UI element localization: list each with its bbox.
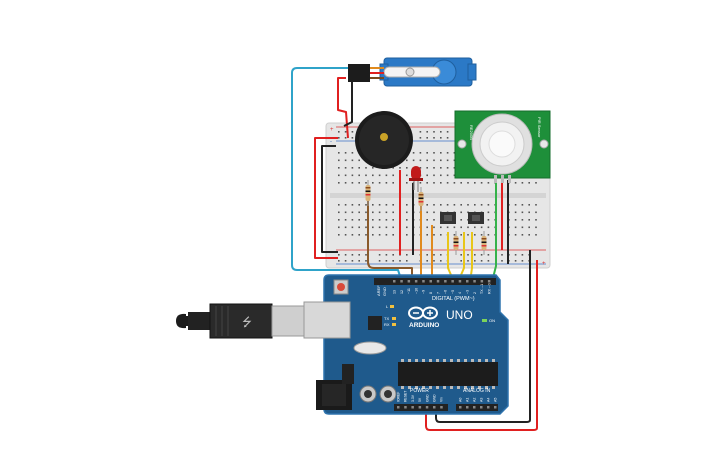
digital-pin-label: ~10 <box>414 288 418 294</box>
aref-label: AREF <box>376 285 381 296</box>
analog-pin-label: A3 <box>480 398 484 402</box>
power-label: POWER <box>410 388 429 394</box>
digital-pin-label: 12 <box>400 290 404 294</box>
svg-text:⭍: ⭍ <box>242 315 252 329</box>
red-led-icon <box>409 166 423 192</box>
power-pin-label: 3.3V <box>411 394 415 402</box>
digital-pin-label: 4 <box>458 292 462 294</box>
wire-red-servo-power <box>337 77 349 139</box>
usb-plug <box>271 305 305 337</box>
digital-pin-label: 7 <box>436 292 440 294</box>
digital-pin-label: ~3 <box>466 290 470 294</box>
on-label: ON <box>489 318 495 323</box>
resistor-icon <box>481 231 487 255</box>
wire-black-left-rail <box>321 145 338 253</box>
analog-pin-label: A1 <box>466 398 470 402</box>
usb-chip <box>368 316 382 330</box>
wire-cyan-servo-signal <box>291 67 403 283</box>
analog-label: ANALOG IN <box>463 388 491 394</box>
rail-plus-label: + <box>330 127 334 133</box>
servo-motor <box>348 57 477 87</box>
infinity-plus-minus-logo <box>408 306 438 320</box>
power-pin-label: 5V <box>418 397 422 402</box>
analog-header <box>456 404 498 411</box>
gnd-label-top: GND <box>382 287 387 296</box>
digital-pin-label: 13 <box>393 290 397 294</box>
piezo-buzzer-icon <box>355 111 413 169</box>
crystal <box>353 341 387 355</box>
resistor-icon <box>453 231 459 255</box>
wires <box>291 67 538 431</box>
pir-left-label: RE200B <box>469 125 474 140</box>
digital-pin-label: ~5 <box>451 290 455 294</box>
digital-pin-label: 8 <box>429 292 433 294</box>
power-pin-label: Vin <box>440 397 444 402</box>
digital-pin-label: ~9 <box>422 290 426 294</box>
resistors <box>365 180 487 255</box>
pir-motion-sensor-icon: RE200B PIR Sensor <box>454 110 551 183</box>
power-pin-label: IOREF <box>397 392 401 402</box>
analog-pin-label: A0 <box>459 398 463 402</box>
rail-plus-label-bottom: + <box>542 261 546 267</box>
tx-label: TX <box>384 316 389 321</box>
resistor-icon <box>365 180 371 206</box>
regulator <box>342 364 354 384</box>
pir-right-label: PIR Sensor <box>537 117 542 138</box>
servo-connector <box>348 64 370 82</box>
rail-minus-label: - <box>330 139 332 145</box>
wire-black-ground <box>435 250 531 423</box>
atmega-chip <box>398 362 498 386</box>
resistor-icon <box>418 187 424 211</box>
usb-cable: ⭍ <box>176 303 305 339</box>
push-buttons <box>440 212 484 224</box>
arduino-brand: ARDUINO <box>409 322 439 329</box>
wire-red-left-rail <box>314 137 338 259</box>
analog-pin-label: A5 <box>494 398 498 402</box>
digital-label: DIGITAL (PWM~) <box>432 296 475 302</box>
rx-label: RX <box>384 322 390 327</box>
power-pin-label: RESET <box>404 391 408 402</box>
digital-pin-label: ~11 <box>407 288 411 294</box>
digital-pin-label: TX→1 <box>480 284 484 294</box>
wire-brown-buzzer <box>367 190 413 282</box>
digital-pin-label: RX←0 <box>487 283 491 294</box>
wire-black-servo-ground <box>343 82 353 127</box>
l-led-label: L <box>386 304 389 309</box>
usb-jack <box>303 301 351 339</box>
digital-pin-label: 2 <box>473 292 477 294</box>
digital-header <box>374 278 496 285</box>
arduino-model: UNO <box>446 308 473 322</box>
digital-pin-label: ~6 <box>444 290 448 294</box>
analog-pin-label: A2 <box>473 398 477 402</box>
wire-red-power <box>425 260 538 431</box>
power-pin-label: GND <box>433 394 437 402</box>
analog-pin-label: A4 <box>487 398 491 402</box>
power-pin-label: GND <box>425 394 429 402</box>
